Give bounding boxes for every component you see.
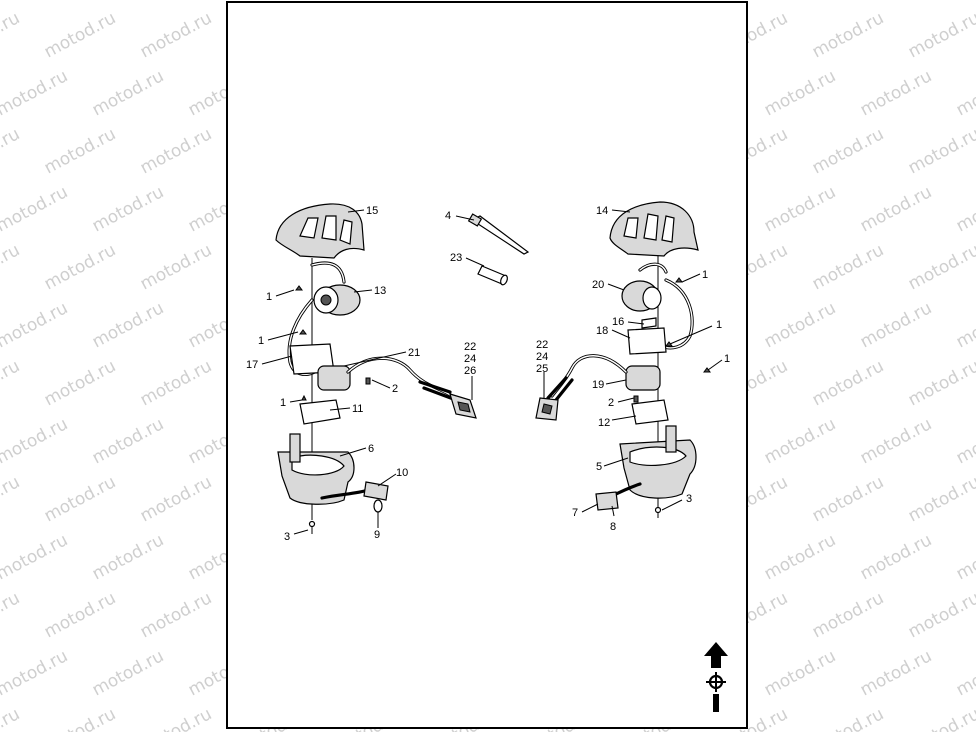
callout-1: 1	[724, 353, 730, 365]
callout-17: 17	[246, 359, 258, 371]
left-callouts: 15 13 1 1 17 21 2 1 11 6 10 3 9 22 24 26	[246, 205, 476, 543]
callout-24: 24	[536, 351, 548, 363]
callout-2: 2	[608, 397, 614, 409]
callout-19: 19	[592, 379, 604, 391]
callout-11: 11	[352, 403, 363, 415]
left-switch-assembly	[275, 203, 477, 534]
callout-18: 18	[596, 325, 608, 337]
callout-3: 3	[284, 531, 290, 543]
callout-1: 1	[280, 397, 286, 409]
callout-6: 6	[368, 443, 374, 455]
callout-22: 22	[464, 341, 476, 353]
callout-20: 20	[592, 279, 604, 291]
callout-25: 25	[536, 363, 548, 375]
callout-10: 10	[396, 467, 408, 479]
left-switch-13	[313, 284, 361, 316]
callout-8: 8	[610, 521, 616, 533]
callout-22: 22	[536, 339, 548, 351]
callout-1: 1	[258, 335, 264, 347]
left-upper-cover	[275, 203, 365, 259]
right-callouts: 14 1 20 16 1 18 19 1 2 12 5 3 7 8 22 24 …	[536, 205, 730, 533]
right-switch-assembly	[535, 201, 711, 518]
callout-13: 13	[374, 285, 386, 297]
callout-5: 5	[596, 461, 602, 473]
callout-4: 4	[445, 210, 451, 222]
right-switch-20	[621, 280, 662, 312]
callout-12: 12	[598, 417, 610, 429]
callout-21: 21	[408, 347, 420, 359]
callout-1: 1	[716, 319, 722, 331]
callout-9: 9	[374, 529, 380, 541]
leader-lines	[261, 209, 723, 535]
callout-24: 24	[464, 353, 476, 365]
callout-1: 1	[702, 269, 708, 281]
left-lower-housing	[277, 433, 355, 505]
callout-14: 14	[596, 205, 608, 217]
callout-7: 7	[572, 507, 578, 519]
callout-1: 1	[266, 291, 272, 303]
callout-16: 16	[612, 316, 624, 328]
right-upper-cover	[609, 201, 699, 257]
center-callouts: 4 23	[445, 210, 462, 264]
center-loose-parts	[467, 213, 530, 286]
callout-23: 23	[450, 252, 462, 264]
cable-tie-4	[467, 213, 530, 255]
callout-26: 26	[464, 365, 476, 377]
sleeve-23	[477, 265, 508, 286]
callout-15: 15	[366, 205, 378, 217]
callout-2: 2	[392, 383, 398, 395]
front-arrow-icon	[704, 642, 728, 712]
callout-3: 3	[686, 493, 692, 505]
